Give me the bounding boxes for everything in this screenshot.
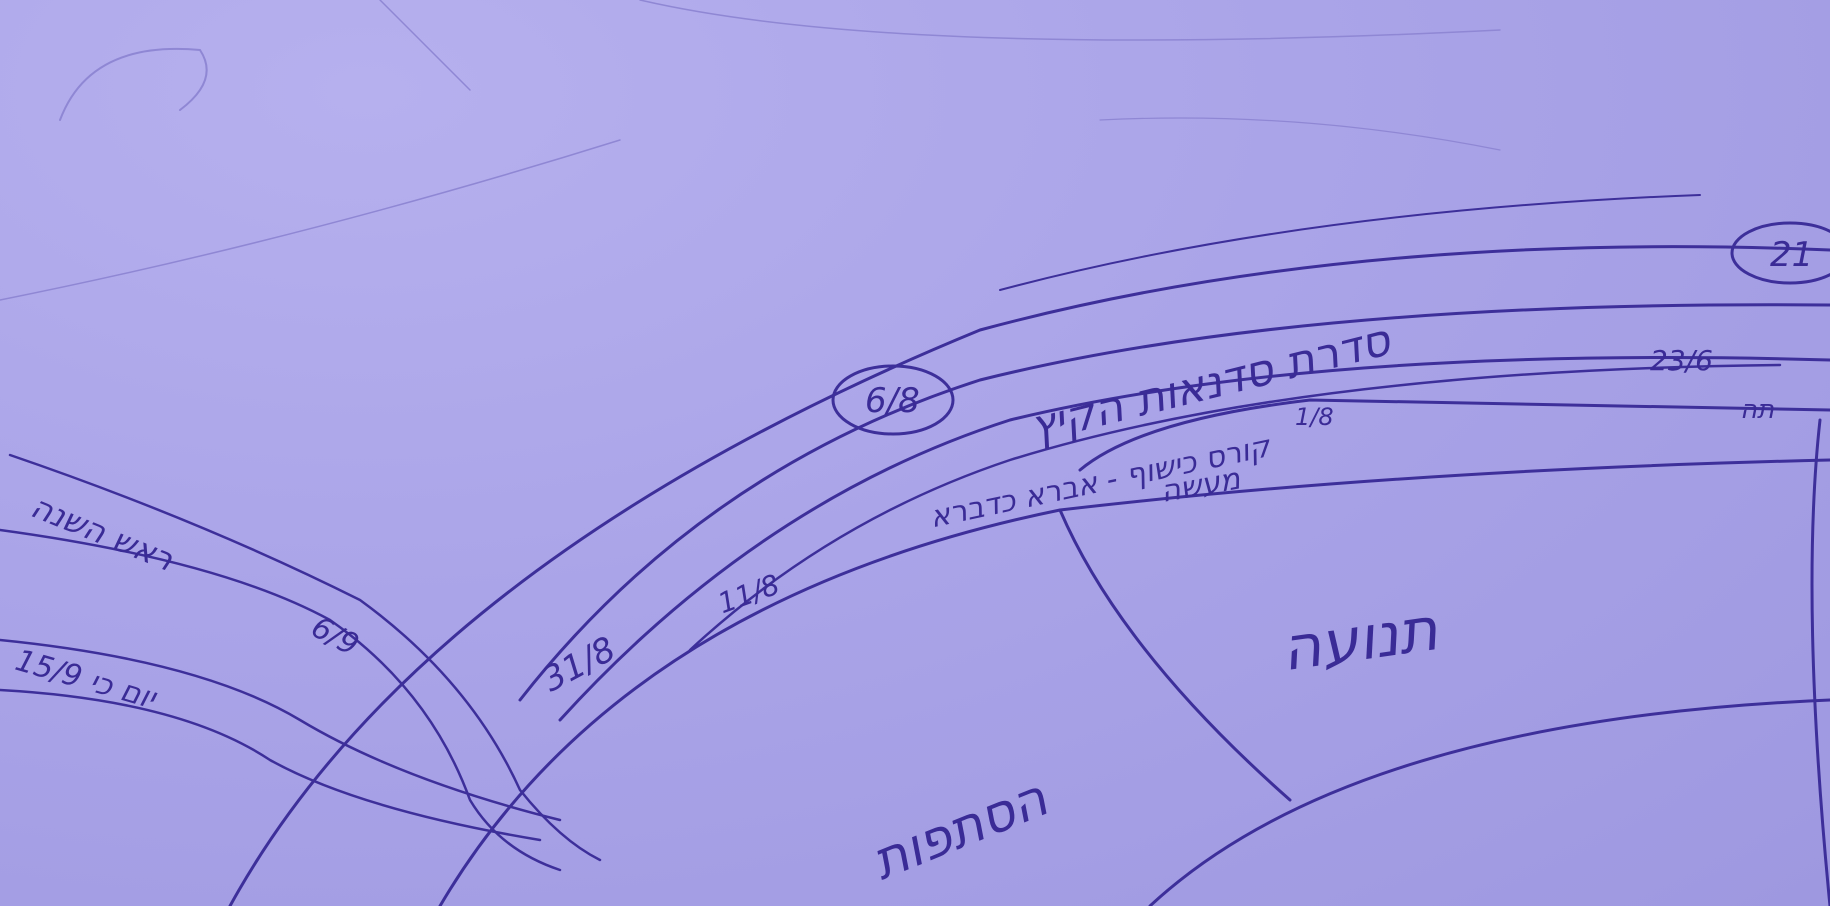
yom-kippur-label: 15/9 יום כי (11, 643, 160, 717)
date-31-8-label: 31/8 (536, 629, 622, 700)
summer-date-label: 6/8 (865, 381, 920, 421)
histapfut-label: הסתפות (864, 768, 1056, 892)
rosh-hashana-label: ראש השנה (26, 487, 179, 578)
right-edge-label: תה (1740, 395, 1774, 425)
tnua-label: תנועה (1277, 594, 1442, 685)
top-date-label: 21 (1770, 235, 1813, 275)
rosh-hashana-date: 6/9 (305, 610, 364, 664)
summer-series-label: סדרת סדנאות הקיץ (1025, 314, 1396, 453)
date-1-8-label: 1/8 (1295, 403, 1334, 431)
course-date-label: 23/6 (1650, 344, 1713, 377)
date-11-8-label: 11/8 (714, 568, 784, 621)
